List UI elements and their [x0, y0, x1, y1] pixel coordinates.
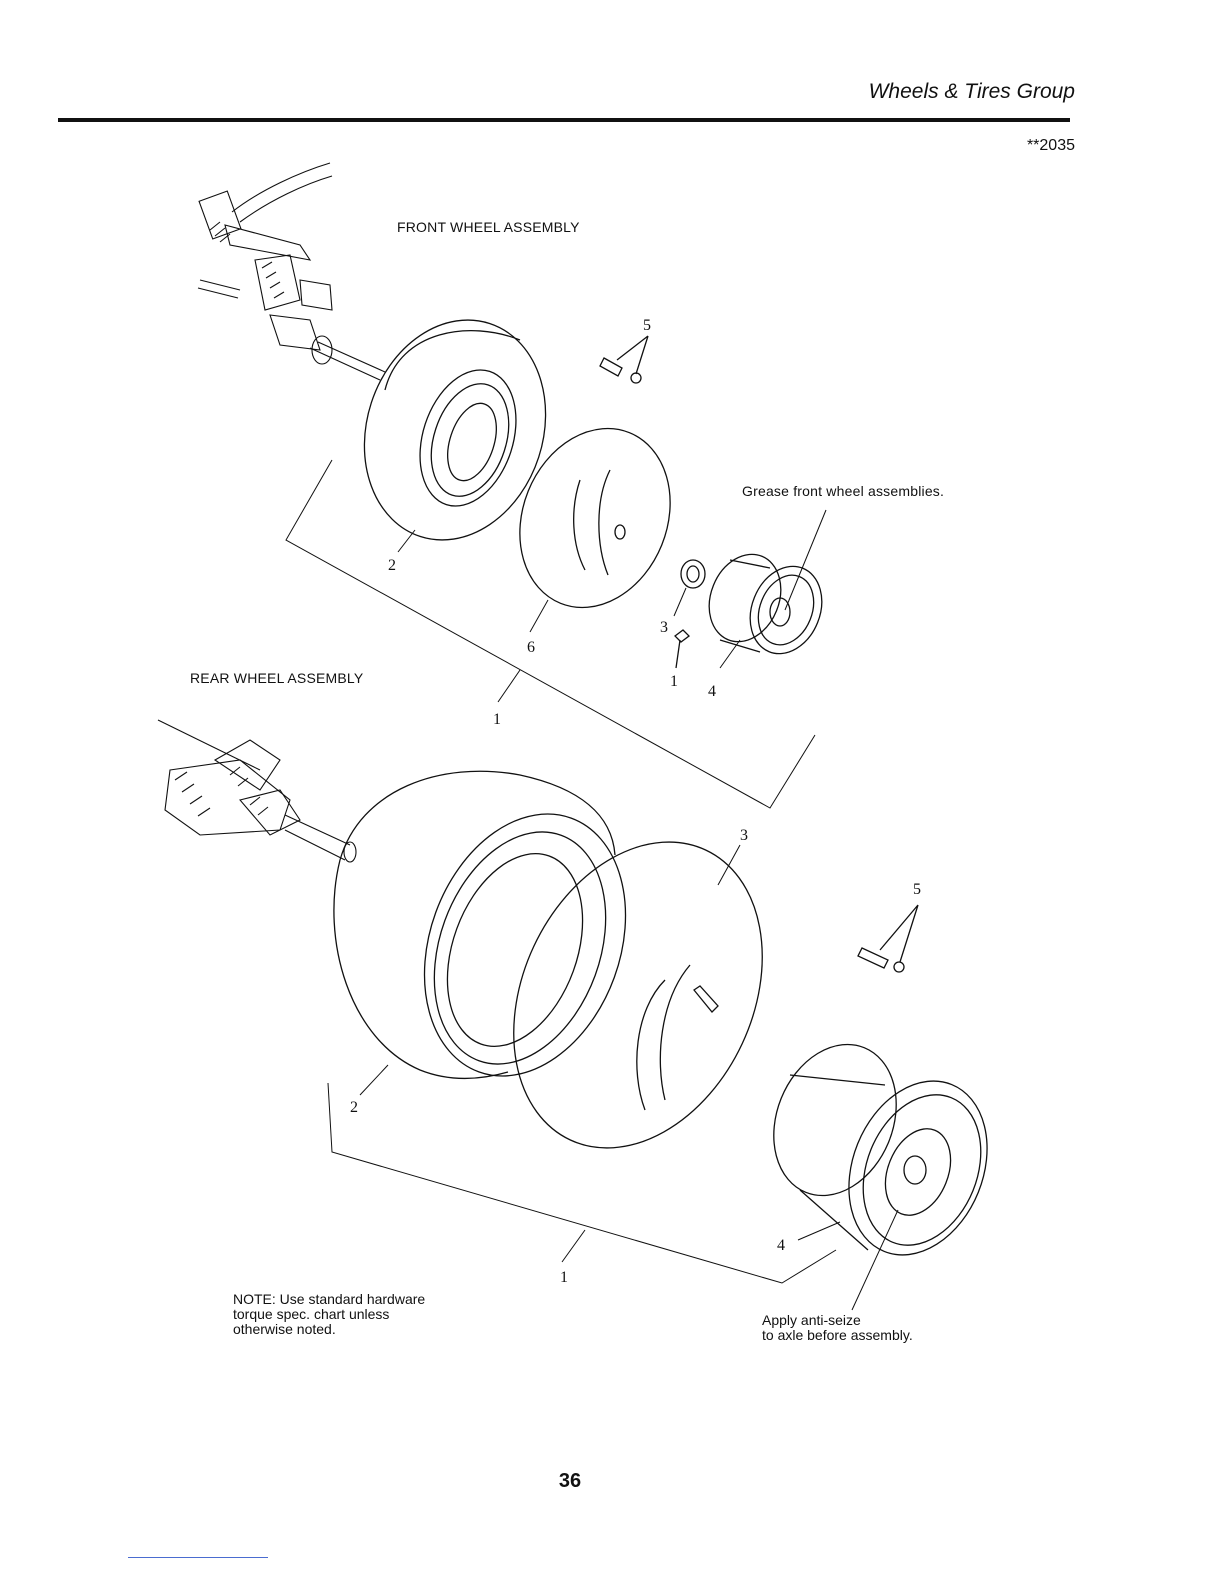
callout-front-7: 1	[670, 673, 678, 690]
callout-rear-2: 2	[350, 1099, 358, 1116]
callout-front-4: 4	[708, 683, 716, 700]
page-number: 36	[540, 1470, 600, 1493]
front-inner-tube	[494, 406, 696, 631]
rear-inner-tube	[466, 801, 810, 1188]
front-rim	[697, 544, 835, 665]
callout-front-6: 6	[527, 639, 535, 656]
callout-front-1: 1	[493, 711, 501, 728]
callout-front-5: 5	[643, 317, 651, 334]
grease-fitting	[675, 630, 689, 668]
front-bearing	[681, 560, 705, 588]
callout-rear-1: 1	[560, 1269, 568, 1286]
rear-tire	[334, 771, 661, 1104]
footer-rule	[128, 1557, 268, 1558]
front-tire	[337, 296, 574, 563]
rear-valve-stem	[858, 905, 918, 972]
front-steering-linkage	[198, 163, 385, 380]
rear-transaxle	[158, 720, 356, 862]
front-valve-stem	[600, 336, 648, 383]
callout-numbers: 5 2 6 3 1 4 1 3 5 2 4 1	[350, 317, 921, 1286]
callout-rear-4: 4	[777, 1237, 785, 1254]
callout-front-2: 2	[388, 557, 396, 574]
rear-rim	[752, 1026, 1012, 1276]
callout-rear-5: 5	[913, 881, 921, 898]
callout-rear-3: 3	[740, 827, 748, 844]
front-leaders	[286, 460, 826, 808]
callout-front-3: 3	[660, 619, 668, 636]
